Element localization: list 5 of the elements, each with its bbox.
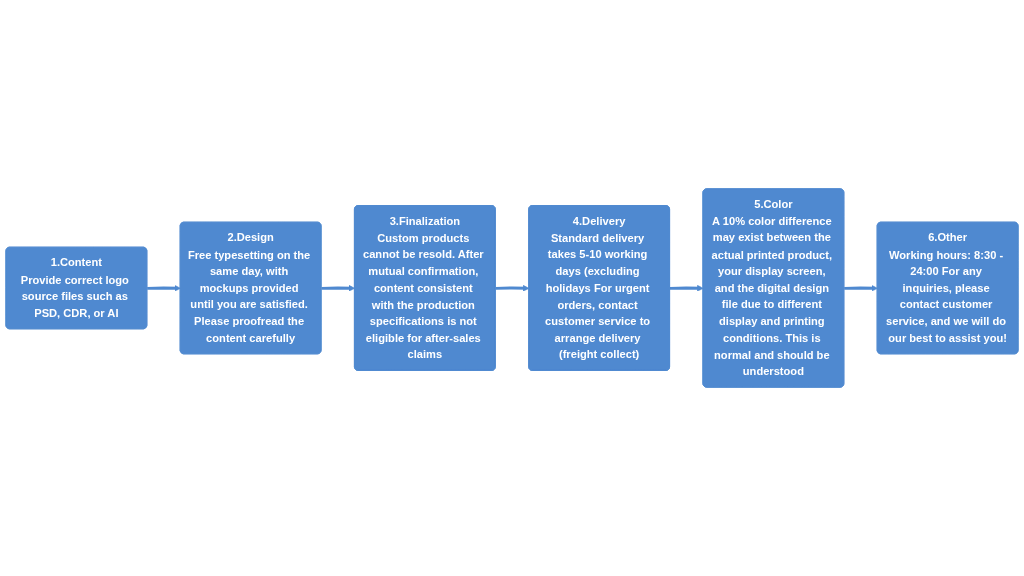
arrow bbox=[495, 285, 530, 292]
arrow bbox=[147, 285, 181, 292]
arrow bbox=[669, 285, 704, 292]
arrow bbox=[844, 285, 878, 292]
arrow bbox=[321, 285, 356, 292]
